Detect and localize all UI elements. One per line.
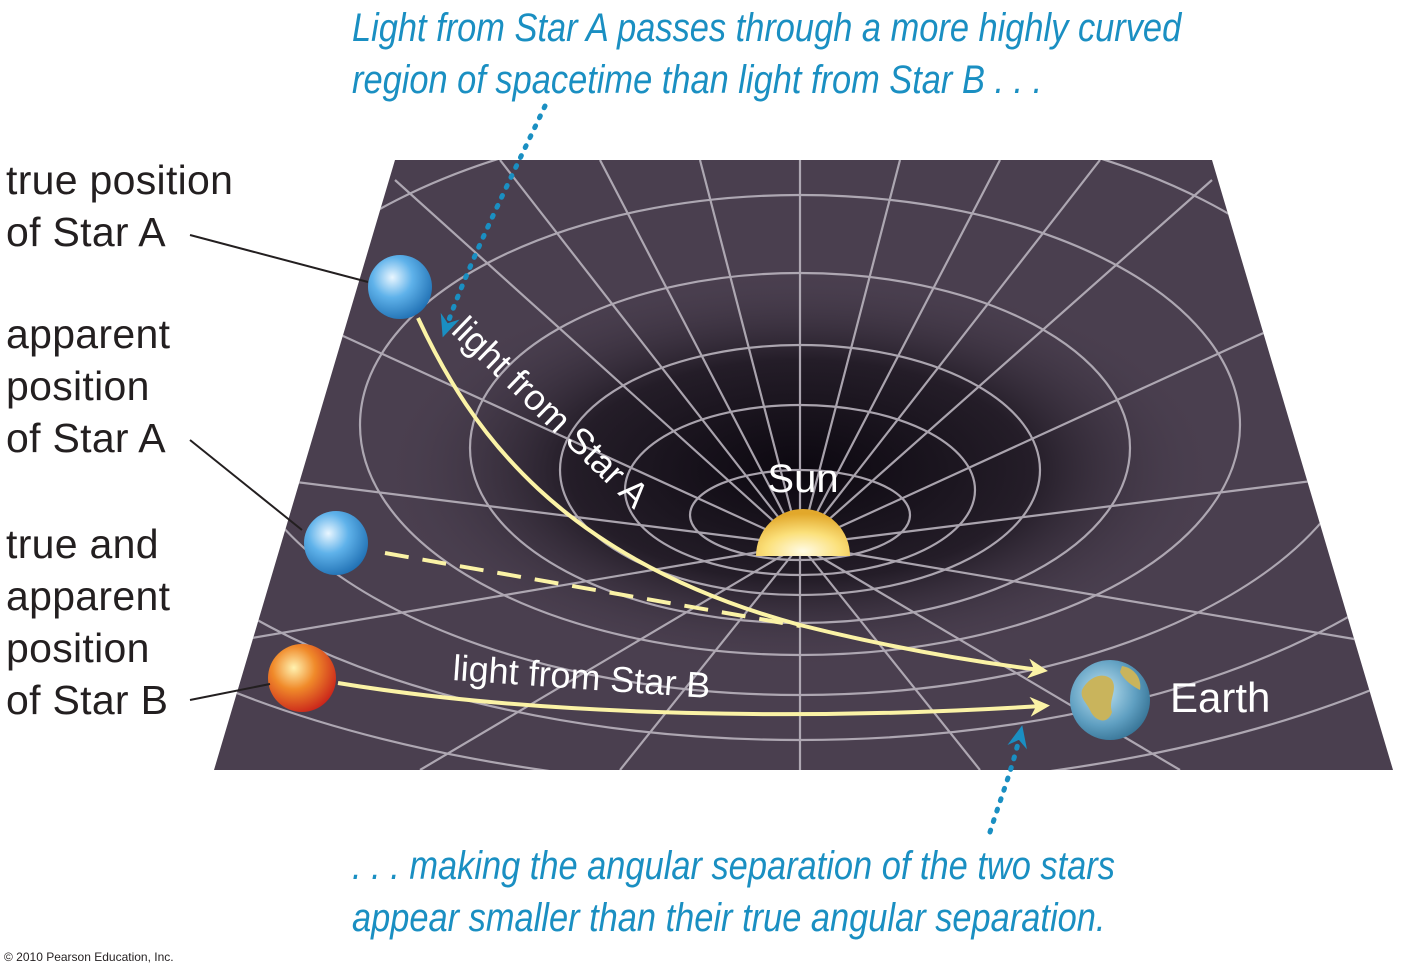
sun-label: Sun bbox=[767, 457, 838, 501]
sun-shape bbox=[756, 509, 850, 556]
earth-label: Earth bbox=[1170, 674, 1270, 721]
label-position-star-b: true and apparent position of Star B bbox=[6, 521, 171, 723]
star-b bbox=[268, 644, 336, 712]
bottom-caption: . . . making the angular separation of t… bbox=[352, 844, 1115, 940]
earth-icon bbox=[1070, 660, 1150, 740]
top-caption: Light from Star A passes through a more … bbox=[352, 6, 1182, 102]
label-true-position-star-a: true position of Star A bbox=[6, 157, 234, 255]
star-a-true bbox=[368, 255, 432, 319]
top-caption-pointer bbox=[440, 103, 548, 338]
star-a-apparent bbox=[304, 511, 368, 575]
light-path-star-a bbox=[416, 317, 1048, 679]
leader-lines bbox=[189, 234, 369, 701]
label-apparent-position-star-a: apparent position of Star A bbox=[6, 311, 171, 461]
copyright-credit: © 2010 Pearson Education, Inc. bbox=[4, 950, 174, 964]
bottom-caption-pointer bbox=[987, 725, 1027, 835]
light-path-star-b bbox=[337, 681, 1050, 717]
apparent-line-star-a bbox=[384, 551, 801, 628]
